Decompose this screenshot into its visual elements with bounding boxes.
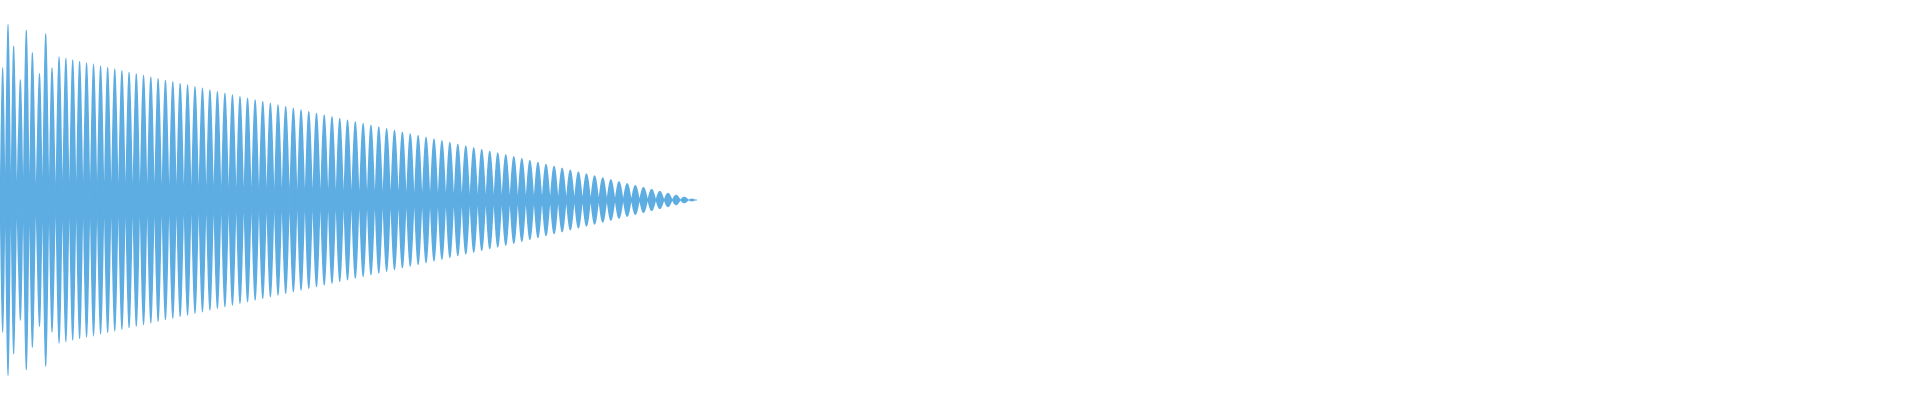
waveform-shape xyxy=(0,24,697,376)
